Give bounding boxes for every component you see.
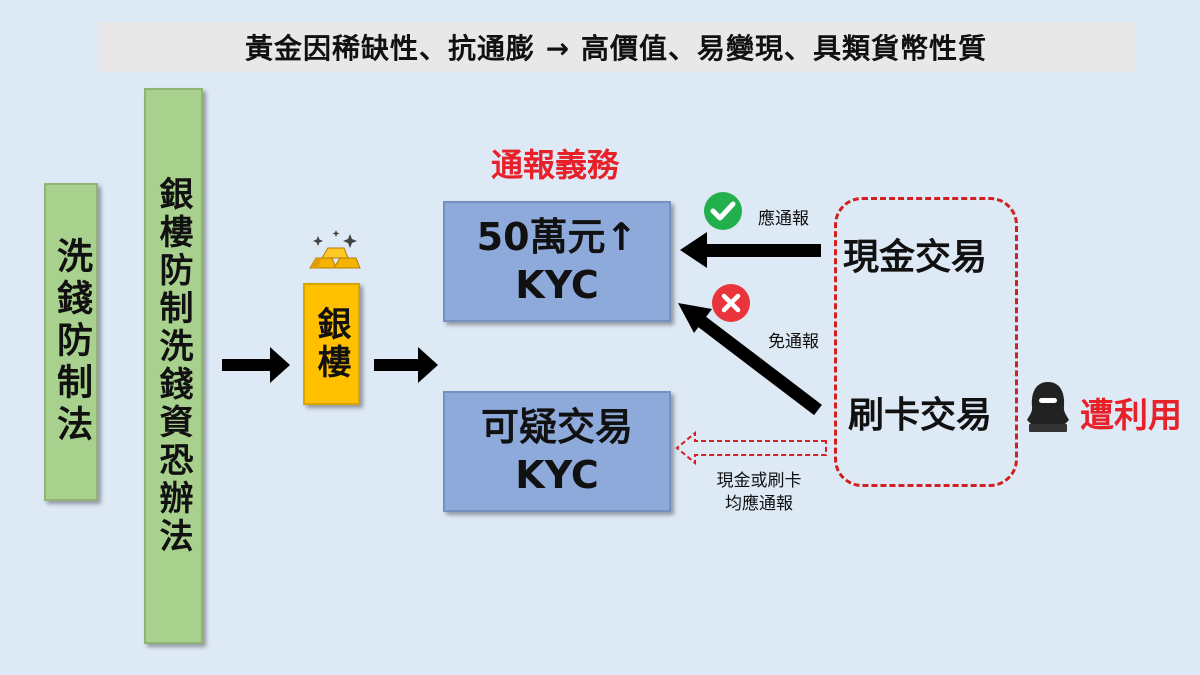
exempt-report-label: 免通報 [768,332,819,352]
transaction-group-dashed-border [834,197,1018,487]
top-banner: 黃金因稀缺性、抗通膨 → 高價值、易變現、具類貨幣性質 [97,22,1135,72]
threshold-kyc-line2: KYC [515,262,599,307]
aml-law-label: 洗錢防制法 [51,237,92,447]
hooded-hacker-icon [1027,382,1069,432]
jewelry-aml-regulation-box: 銀樓防制洗錢資恐辦法 [144,88,203,644]
suspicious-kyc-line1: 可疑交易 [480,405,633,449]
check-circle-icon [704,192,742,230]
reporting-duty-title: 通報義務 [490,146,619,184]
arrow-both-to-suspicious [675,430,827,466]
arrow-to-kyc [374,347,438,383]
banner-text: 黃金因稀缺性、抗通膨 → 高價值、易變現、具類貨幣性質 [245,32,987,65]
should-report-label: 應通報 [758,209,809,229]
both-report-label: 現金或刷卡 均應通報 [684,470,834,516]
regulation-label: 銀樓防制洗錢資恐辦法 [153,176,193,556]
card-transaction-label: 刷卡交易 [848,395,993,436]
cash-transaction-label: 現金交易 [843,237,988,278]
exploited-label: 遭利用 [1080,396,1182,436]
aml-law-box: 洗錢防制法 [44,183,98,501]
arrow-to-jewelry-store [222,347,290,383]
suspicious-kyc-box: 可疑交易 KYC [443,391,671,512]
both-report-line1: 現金或刷卡 [716,471,802,491]
jewelry-store-box: 銀樓 [303,283,360,405]
gold-bars-icon [309,230,361,269]
threshold-kyc-line1: 50萬元↑ [476,215,638,259]
arrow-cash-to-threshold [680,232,821,268]
both-report-line2: 均應通報 [725,493,793,514]
suspicious-kyc-line2: KYC [515,452,599,497]
arrow-card-to-threshold [678,303,822,416]
jewelry-store-label: 銀樓 [311,306,351,382]
cross-circle-icon [712,284,750,322]
threshold-kyc-box: 50萬元↑ KYC [443,201,671,322]
